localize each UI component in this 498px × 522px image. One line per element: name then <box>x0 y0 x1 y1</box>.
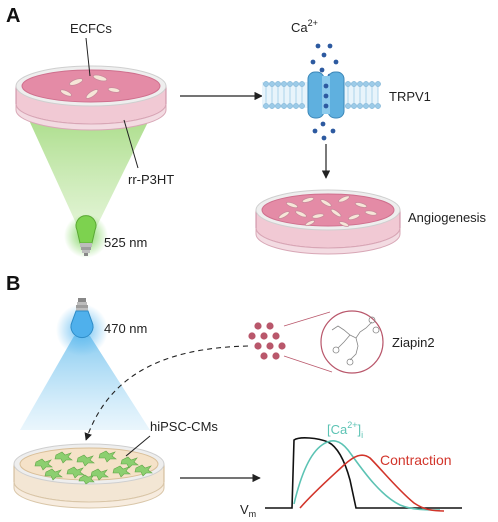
bulb-green-icon <box>64 214 108 258</box>
ecfcs-label: ECFCs <box>70 21 112 36</box>
ziapin2-structure-icon <box>320 310 384 374</box>
light-cone-blue <box>20 336 150 430</box>
wavelength-b-label: 470 nm <box>104 321 147 336</box>
calcium-ions-inside <box>312 121 336 141</box>
light-cone-green <box>28 118 150 232</box>
calcium-trace <box>293 440 441 511</box>
petri-dish-ecfcs <box>15 65 167 131</box>
trpv1-channel-icon <box>307 71 345 119</box>
petri-dish-angiogenesis <box>255 189 401 255</box>
channel-label: TRPV1 <box>389 89 431 104</box>
contraction-label: Contraction <box>380 452 452 468</box>
hipsc-pointer <box>125 435 151 457</box>
dashed-arrow-molecules-to-dish <box>84 345 249 441</box>
polymer-pointer <box>123 119 139 169</box>
ecfc-cells <box>60 74 121 99</box>
ziapin2-zoom-lines <box>283 311 333 373</box>
petri-dish-hipsc <box>13 443 165 509</box>
wavelength-a-label: 525 nm <box>104 235 147 250</box>
calcium-label: [Ca2+]i <box>327 420 363 440</box>
ion-label: Ca2+ <box>291 18 318 35</box>
bulb-blue-icon <box>56 298 108 356</box>
angiogenesis-cells <box>278 195 378 227</box>
vm-trace <box>265 437 462 509</box>
vm-label: Vm <box>240 502 256 519</box>
ziapin2-molecules <box>248 322 286 360</box>
ecfcs-pointer <box>85 37 91 77</box>
action-potential-traces <box>265 437 462 512</box>
panel-a-letter: A <box>6 5 20 27</box>
panel-b-letter: B <box>6 273 20 295</box>
contraction-trace <box>299 454 445 512</box>
ziapin2-label: Ziapin2 <box>392 335 435 350</box>
cardiomyocyte-cells <box>34 450 153 485</box>
hipsc-label: hiPSC-CMs <box>150 419 218 434</box>
polymer-label: rr-P3HT <box>128 172 174 187</box>
angiogenesis-label: Angiogenesis <box>408 210 487 225</box>
